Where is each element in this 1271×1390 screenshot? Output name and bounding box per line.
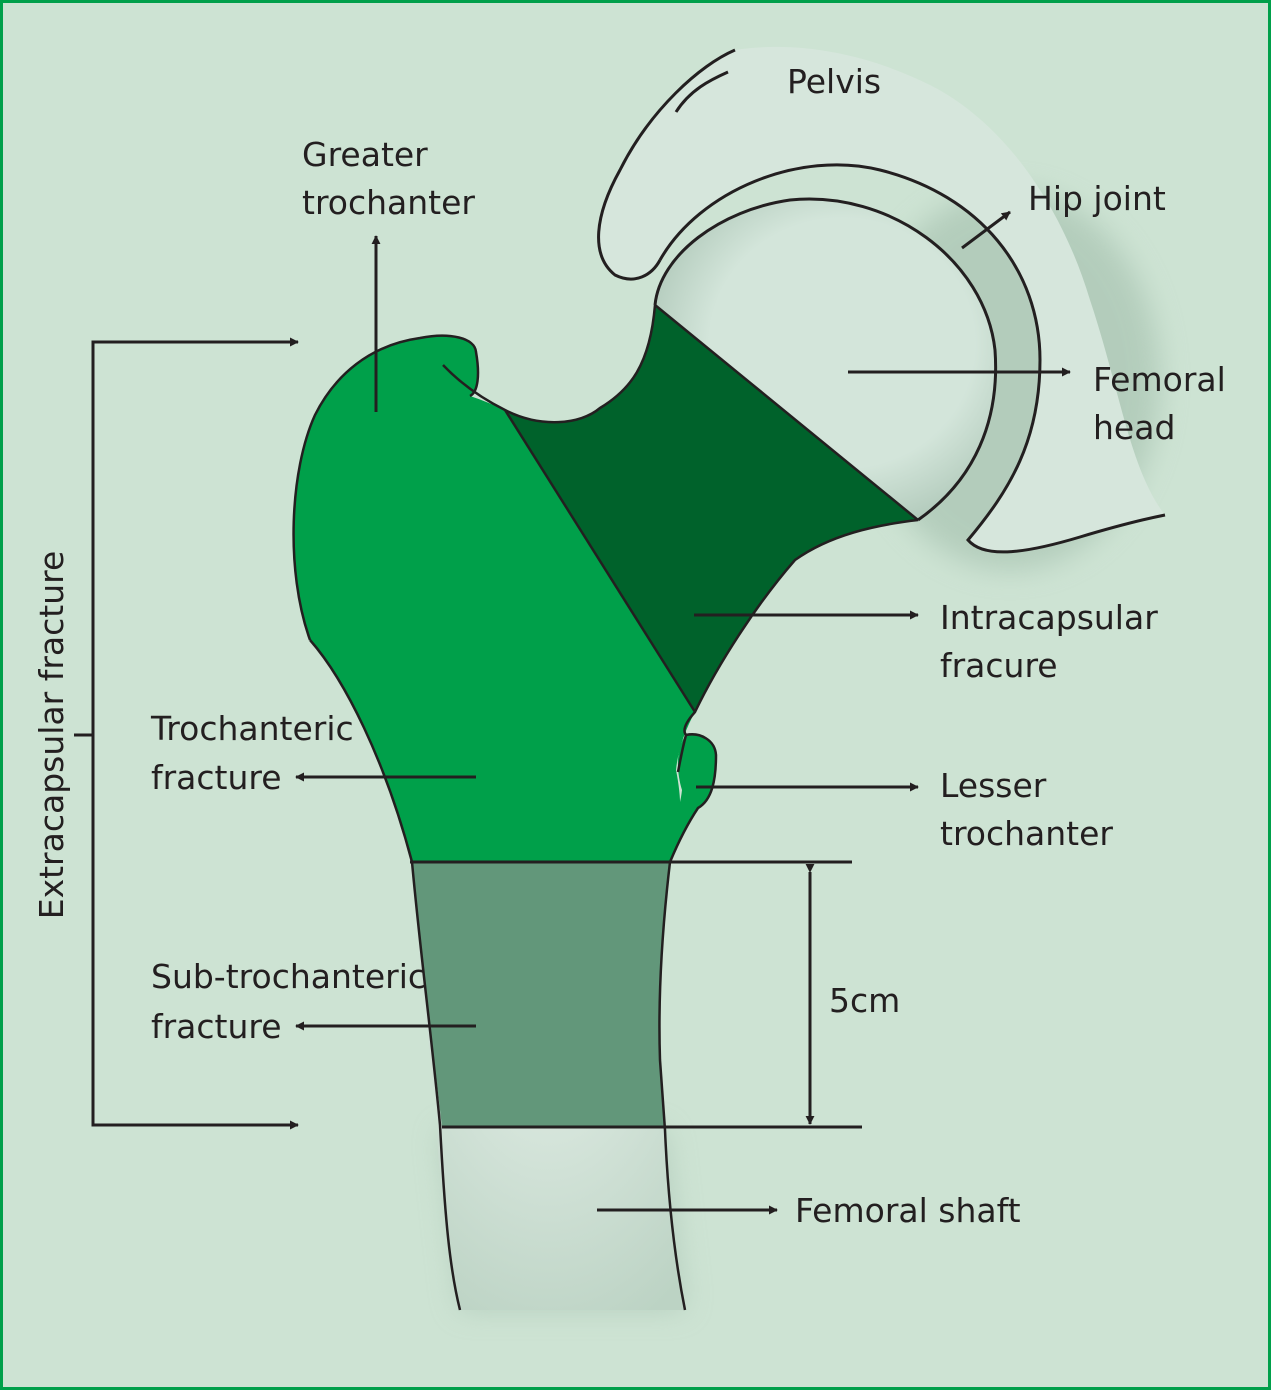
trochanteric-region xyxy=(293,335,695,862)
neck-lower-outline xyxy=(683,518,919,736)
trochanteric-label-line2: fracture xyxy=(151,758,282,797)
femoral-head-label-line1: Femoral xyxy=(1093,360,1226,399)
medial-femur-outline xyxy=(658,733,718,1311)
sub-trochanteric-label-line2: fracture xyxy=(151,1007,282,1046)
neck-upper-outline xyxy=(442,304,657,424)
lesser-trochanter-label-line2: trochanter xyxy=(940,814,1113,853)
hip-joint-label: Hip joint xyxy=(1028,179,1166,218)
greater-trochanter-label-line2: trochanter xyxy=(302,183,475,222)
lesser-trochanter-bone xyxy=(660,734,716,862)
measurement-label: 5cm xyxy=(829,981,900,1020)
hip-joint-arrow xyxy=(961,210,1011,250)
intracapsular-region xyxy=(505,305,918,712)
femoral-head-label-line2: head xyxy=(1093,408,1175,447)
femoral-shaft-label: Femoral shaft xyxy=(795,1191,1021,1230)
lesser-trochanter-label-line1: Lesser xyxy=(940,766,1047,805)
sub-trochanteric-label-line1: Sub-trochanteric xyxy=(151,957,426,996)
extracapsular-label: Extracapsular fracture xyxy=(32,551,71,920)
lesser-trochanter-crease xyxy=(676,734,688,773)
subtrochanteric-region xyxy=(412,862,670,1127)
greater-trochanter-label-line1: Greater xyxy=(302,135,428,174)
pelvis-rim-outline xyxy=(674,70,729,113)
pelvis-label: Pelvis xyxy=(787,62,881,101)
subcapital-boundary xyxy=(654,304,919,521)
intracapsular-label-line1: Intracapsular xyxy=(940,598,1158,637)
femoral-head-bone xyxy=(655,199,996,521)
intertrochanteric-boundary xyxy=(503,409,697,713)
pelvis-bone xyxy=(598,46,1165,552)
intracapsular-label-line2: fracure xyxy=(940,646,1058,685)
femoral-head-outline xyxy=(653,197,998,522)
trochanteric-label-line1: Trochanteric xyxy=(150,709,354,748)
pelvis-outline xyxy=(597,48,736,281)
acetabulum-outline xyxy=(658,163,1166,554)
lateral-femur-outline xyxy=(309,639,462,1311)
greater-trochanter-outline xyxy=(292,334,480,641)
